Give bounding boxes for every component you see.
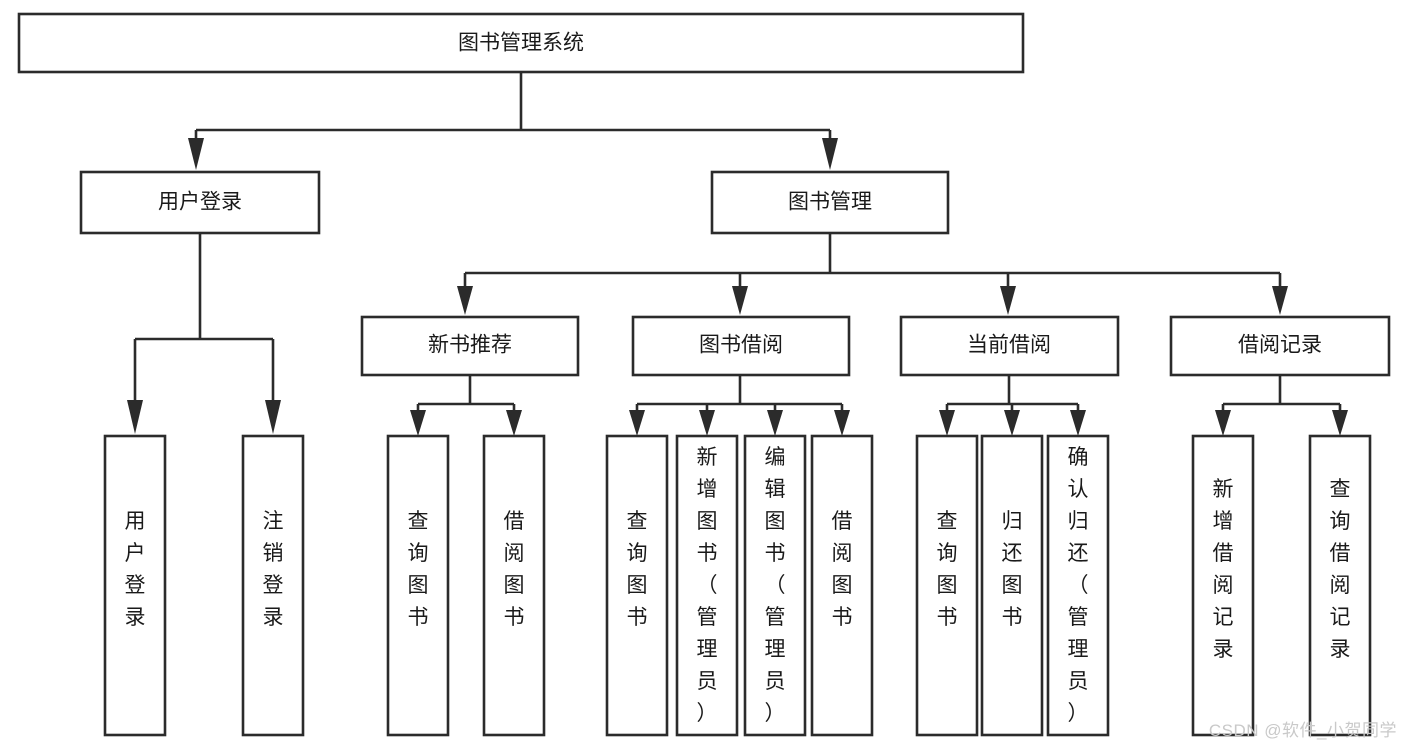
node-leaf-query-book-3-label: 查询图书 (937, 510, 958, 629)
node-leaf-borrow-book-1-box[interactable] (482, 434, 546, 737)
node-book-management[interactable]: 图书管理 (710, 170, 950, 235)
node-leaf-edit-book-label: 编辑图书（管理员） (765, 446, 786, 725)
arrow-new-book-leaf-1 (410, 410, 426, 436)
node-leaf-borrow-book-2[interactable]: 借阅图书 (810, 434, 874, 737)
node-leaf-borrow-book-2-box[interactable] (810, 434, 874, 737)
connector-group-book-management-to-level2 (457, 233, 1288, 315)
node-new-book-recommend[interactable]: 新书推荐 (360, 315, 580, 377)
arrow-user-login-leaf-2 (265, 400, 281, 434)
node-leaf-query-book-1[interactable]: 查询图书 (386, 434, 450, 737)
connector-group-user-login-to-leaves (127, 233, 281, 434)
node-leaf-add-book-label: 新增图书（管理员） (697, 446, 718, 725)
arrow-bb-leaf-1 (629, 410, 645, 436)
node-leaf-edit-book[interactable]: 编辑图书（管理员） (743, 434, 807, 737)
node-current-borrow-box[interactable] (899, 315, 1120, 377)
node-user-login[interactable]: 用户登录 (79, 170, 321, 235)
connector-group-root-to-level1 (188, 72, 838, 170)
node-leaf-query-record[interactable]: 查询借阅记录 (1308, 434, 1372, 737)
node-leaf-user-login[interactable]: 用户登录 (103, 434, 167, 737)
node-leaf-query-book-3-box[interactable] (915, 434, 979, 737)
node-book-borrow-box[interactable] (631, 315, 851, 377)
node-leaf-user-logout[interactable]: 注销登录 (241, 434, 305, 737)
node-leaf-add-record-label: 新增借阅记录 (1213, 478, 1234, 661)
arrow-cb-leaf-1 (939, 410, 955, 436)
node-root-system-box[interactable] (17, 12, 1025, 74)
node-leaf-user-logout-label: 注销登录 (263, 510, 284, 629)
node-leaf-query-record-box[interactable] (1308, 434, 1372, 737)
arrow-bm-to-borrow-record (1272, 286, 1288, 315)
node-leaf-return-book-label: 归还图书 (1002, 510, 1023, 629)
node-leaf-user-logout-box[interactable] (241, 434, 305, 737)
node-leaf-borrow-book-1[interactable]: 借阅图书 (482, 434, 546, 737)
arrow-cb-leaf-2 (1004, 410, 1020, 436)
node-leaf-add-record-box[interactable] (1191, 434, 1255, 737)
connector-group-current-borrow-to-leaves (939, 375, 1086, 436)
node-leaf-query-book-2-label: 查询图书 (627, 510, 648, 629)
node-root-system-label: 图书管理系统 (458, 32, 584, 55)
node-current-borrow-label: 当前借阅 (967, 334, 1051, 357)
arrow-root-to-user-login (188, 138, 204, 170)
node-new-book-recommend-box[interactable] (360, 315, 580, 377)
arrow-bb-leaf-3 (767, 410, 783, 436)
arrow-user-login-leaf-1 (127, 400, 143, 434)
node-leaf-edit-book-box[interactable] (743, 434, 807, 737)
connector-group-new-book-to-leaves (410, 375, 522, 436)
node-new-book-recommend-label: 新书推荐 (428, 334, 512, 357)
arrow-bm-to-current-borrow (1000, 286, 1016, 315)
node-borrow-record-label: 借阅记录 (1238, 334, 1322, 357)
connector-group-book-borrow-to-leaves (629, 375, 850, 436)
node-book-management-label: 图书管理 (788, 191, 872, 214)
node-user-login-label: 用户登录 (158, 191, 242, 214)
node-leaf-query-book-2-box[interactable] (605, 434, 669, 737)
arrow-cb-leaf-3 (1070, 410, 1086, 436)
arrow-br-leaf-2 (1332, 410, 1348, 436)
node-leaf-add-record[interactable]: 新增借阅记录 (1191, 434, 1255, 737)
node-leaf-confirm-return[interactable]: 确认归还（管理员） (1046, 434, 1110, 737)
node-leaf-borrow-book-2-label: 借阅图书 (832, 510, 853, 629)
node-leaf-query-book-3[interactable]: 查询图书 (915, 434, 979, 737)
node-root-system[interactable]: 图书管理系统 (17, 12, 1025, 74)
node-borrow-record-box[interactable] (1169, 315, 1391, 377)
node-book-borrow-label: 图书借阅 (699, 334, 783, 357)
node-borrow-record[interactable]: 借阅记录 (1169, 315, 1391, 377)
arrow-new-book-leaf-2 (506, 410, 522, 436)
node-leaf-user-login-box[interactable] (103, 434, 167, 737)
node-leaf-borrow-book-1-label: 借阅图书 (504, 510, 525, 629)
node-current-borrow[interactable]: 当前借阅 (899, 315, 1120, 377)
node-leaf-return-book-box[interactable] (980, 434, 1044, 737)
node-leaf-user-login-label: 用户登录 (125, 510, 146, 629)
arrow-root-to-book-management (822, 138, 838, 170)
node-book-borrow[interactable]: 图书借阅 (631, 315, 851, 377)
node-leaf-confirm-return-label: 确认归还（管理员） (1068, 446, 1089, 725)
node-leaf-query-book-1-label: 查询图书 (408, 510, 429, 629)
node-leaf-add-book[interactable]: 新增图书（管理员） (675, 434, 739, 737)
node-leaf-return-book[interactable]: 归还图书 (980, 434, 1044, 737)
node-user-login-box[interactable] (79, 170, 321, 235)
node-leaf-query-book-2[interactable]: 查询图书 (605, 434, 669, 737)
node-leaf-query-book-1-box[interactable] (386, 434, 450, 737)
node-leaf-confirm-return-box[interactable] (1046, 434, 1110, 737)
arrow-bb-leaf-2 (699, 410, 715, 436)
arrow-bb-leaf-4 (834, 410, 850, 436)
node-leaf-query-record-label: 查询借阅记录 (1330, 478, 1351, 661)
node-leaf-add-book-box[interactable] (675, 434, 739, 737)
node-book-management-box[interactable] (710, 170, 950, 235)
arrow-bm-to-new-book-recommend (457, 286, 473, 315)
arrow-br-leaf-1 (1215, 410, 1231, 436)
connector-group-borrow-record-to-leaves (1215, 375, 1348, 436)
csdn-watermark: CSDN @软件_小贺同学 (1208, 721, 1397, 740)
arrow-bm-to-book-borrow (732, 286, 748, 315)
